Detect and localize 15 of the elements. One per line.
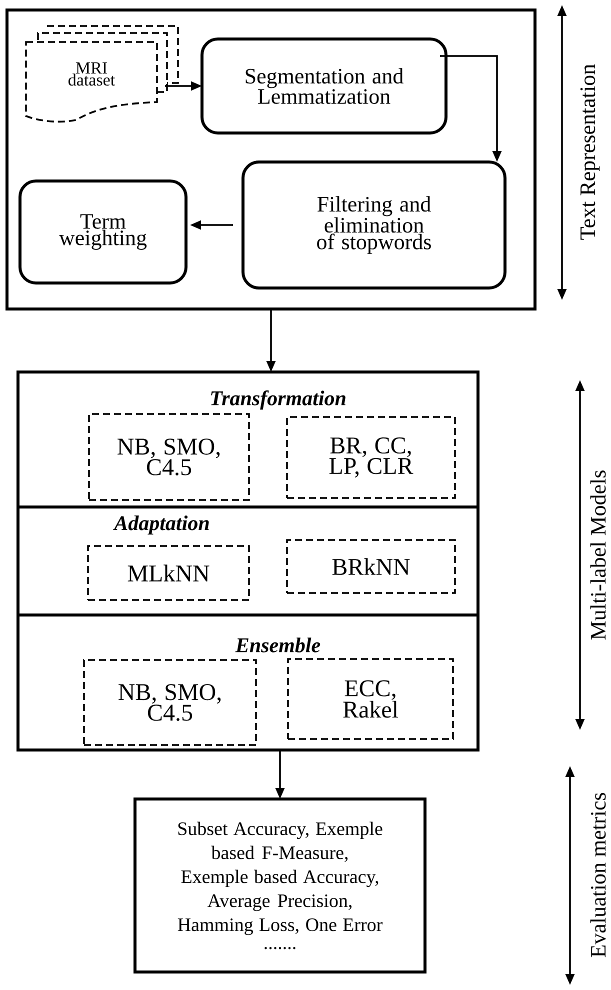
process-box: Segmentation and Lemmatization bbox=[200, 38, 448, 134]
side-label: Text Representation bbox=[580, 64, 600, 240]
method-box: NB, SMO, C4.5 bbox=[83, 659, 257, 746]
metrics-box: Subset Accuracy, Exemple based F-Measure, Exemple based Accuracy, Average Precision, Hamming Loss, One Error ....... bbox=[134, 798, 426, 974]
side-label: Multi-label Models bbox=[590, 470, 606, 640]
method-box: BRkNN bbox=[286, 539, 456, 594]
method-box: BR, CC, LP, CLR bbox=[286, 416, 456, 499]
side-label: Evaluation metrics bbox=[590, 792, 606, 958]
process-box: Filtering and elimination of stopwords bbox=[242, 160, 506, 290]
process-box: Term weighting bbox=[18, 180, 188, 284]
group-frame bbox=[6, 8, 536, 310]
method-box: MLkNN bbox=[87, 545, 250, 601]
method-box: ECC, Rakel bbox=[287, 658, 454, 740]
document-stack: MRI dataset bbox=[25, 25, 179, 123]
method-box: NB, SMO, C4.5 bbox=[88, 413, 250, 501]
